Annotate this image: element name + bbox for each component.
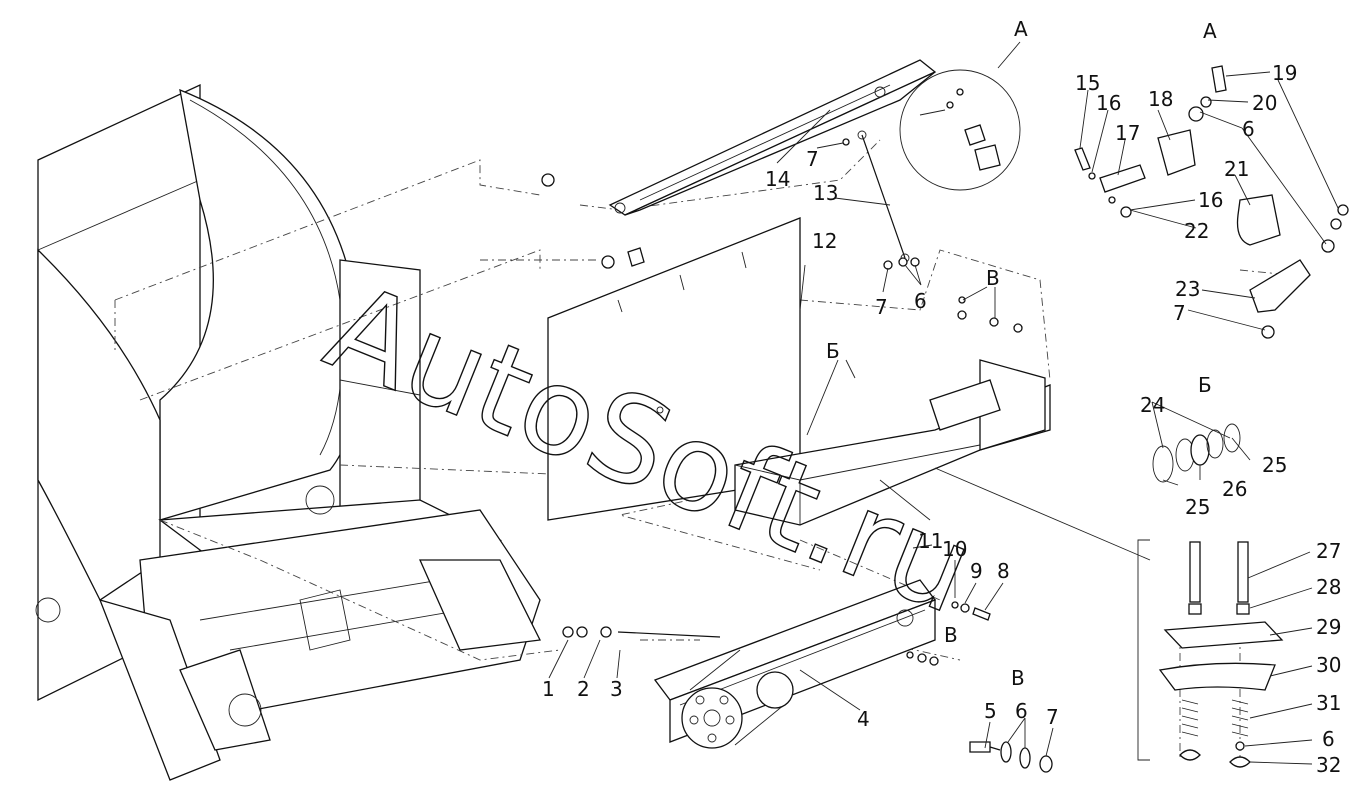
machine-frame [35, 83, 541, 781]
callout-28: 28 [1316, 575, 1341, 599]
callout-20: 20 [1252, 91, 1277, 115]
detail-v-parts [969, 741, 1053, 773]
callout-6-a: 6 [1242, 117, 1255, 141]
callout-3: 3 [610, 677, 623, 701]
leader-lines [548, 71, 1339, 765]
callout-24: 24 [1140, 393, 1165, 417]
callout-14: 14 [765, 167, 790, 191]
gas-strut-part-13 [857, 130, 910, 263]
callout-27: 27 [1316, 539, 1341, 563]
callout-10: 10 [942, 537, 967, 561]
callout-21: 21 [1224, 157, 1249, 181]
callout-25-right: 25 [1262, 453, 1287, 477]
assembly-centerlines [114, 139, 1291, 760]
cover-part-14 [608, 59, 937, 216]
view-label-v-detail: В [1011, 666, 1025, 690]
callout-6-spring: 6 [1322, 727, 1335, 751]
callout-4: 4 [857, 707, 870, 731]
detail-circle-a [899, 41, 1021, 191]
callout-22: 22 [1184, 219, 1209, 243]
callout-7-strut: 7 [806, 147, 819, 171]
rod-part-3 [562, 626, 721, 638]
callout-19: 19 [1272, 61, 1297, 85]
callout-7-panel: 7 [875, 295, 888, 319]
callout-17: 17 [1115, 121, 1140, 145]
hardware-group [541, 138, 1023, 666]
callout-29: 29 [1316, 615, 1341, 639]
callout-7-v: 7 [1046, 705, 1059, 729]
callout-18: 18 [1148, 87, 1173, 111]
callout-15: 15 [1075, 71, 1100, 95]
callout-25-bottom: 25 [1185, 495, 1210, 519]
callout-30: 30 [1316, 653, 1341, 677]
callout-32: 32 [1316, 753, 1341, 777]
callout-9: 9 [970, 559, 983, 583]
callout-31: 31 [1316, 691, 1341, 715]
callout-12: 12 [812, 229, 837, 253]
view-label-a-detail: А [1203, 19, 1217, 43]
callout-6-v: 6 [1015, 699, 1028, 723]
callout-2: 2 [577, 677, 590, 701]
view-label-b-detail: Б [1198, 373, 1212, 397]
detail-b-parts [1152, 423, 1241, 483]
view-label-a-main: А [1014, 17, 1028, 41]
detail-a-parts [1074, 65, 1349, 339]
callout-16-bottom: 16 [1198, 188, 1223, 212]
callout-11: 11 [918, 529, 943, 553]
view-label-b-main: Б [826, 339, 840, 363]
callout-7-a: 7 [1173, 301, 1186, 325]
spring-assembly [934, 467, 1284, 768]
callout-16-top: 16 [1096, 91, 1121, 115]
callout-8: 8 [997, 559, 1010, 583]
callout-6-panel: 6 [914, 289, 927, 313]
view-label-v-main-bottom: В [944, 623, 958, 647]
callout-5: 5 [984, 699, 997, 723]
callout-26: 26 [1222, 477, 1247, 501]
view-label-v-main-top: В [986, 266, 1000, 290]
box-part-11 [734, 359, 1051, 526]
callout-23: 23 [1175, 277, 1200, 301]
callout-1: 1 [542, 677, 555, 701]
conveyor-rail-part-4 [653, 579, 937, 749]
callout-13: 13 [813, 181, 838, 205]
